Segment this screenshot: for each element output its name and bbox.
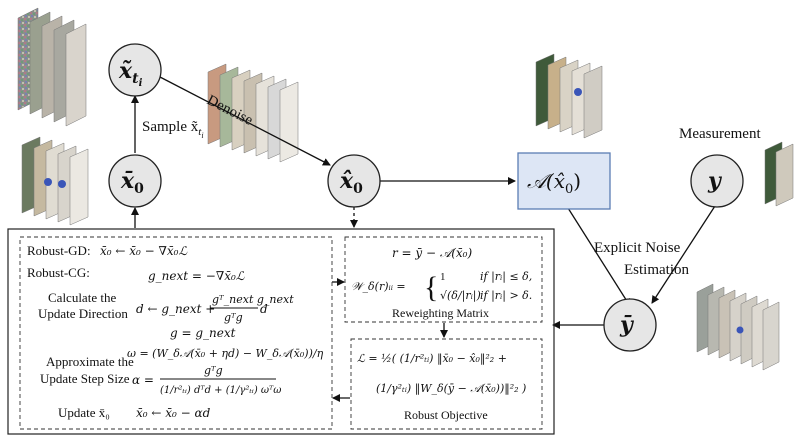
d-eq-num: gᵀ_next g_next [212, 293, 294, 306]
objective-title: Robust Objective [404, 408, 488, 422]
node-y: y [690, 154, 744, 208]
alpha-num: gᵀg [204, 364, 223, 377]
case2-val: √(δ/|rᵢ|) [440, 289, 481, 303]
r-eq: r = ȳ − 𝒜(x̄₀) [392, 246, 472, 260]
calc-dir-1: Calculate the [48, 290, 116, 305]
outer-panel [7, 228, 555, 435]
case2-cond: if |rᵢ| > δ. [480, 289, 532, 303]
w-left: 𝒲_δ(r)ᵢᵢ = [351, 280, 406, 293]
d-eq-left: d ← g_next + [136, 302, 215, 316]
svg-text:x̂0: x̂0 [339, 168, 363, 197]
w-brace: { [424, 271, 438, 304]
forward-image-stack [535, 53, 603, 139]
measurement-image-stack [764, 141, 794, 207]
edge-xt-to-xhat [159, 76, 331, 166]
d-eq-den: gᵀg [224, 311, 243, 324]
measurement-label: Measurement [679, 126, 761, 142]
case1-cond: if |rᵢ| ≤ δ, [480, 270, 532, 284]
svg-text:y: y [707, 168, 723, 194]
node-x-t: x̃ti [108, 43, 162, 97]
reweight-panel-content: r = ȳ − 𝒜(x̄₀) 𝒲_δ(r)ᵢᵢ = { 1 if |rᵢ| ≤ … [351, 246, 532, 320]
approx-2: Update Step Size [40, 371, 130, 386]
node-x-hat-0: x̂0 [327, 154, 381, 208]
edge-A-to-ybar [567, 207, 631, 307]
objective-panel-content: ℒ = ½( (1/r²ₜᵢ) ‖x̄₀ − x̂₀‖²₂ + (1/γ²ₜᵢ)… [357, 352, 526, 422]
left-panel [19, 236, 333, 430]
noise-est-label-2: Estimation [624, 262, 689, 278]
svg-text:ȳ: ȳ [619, 312, 635, 338]
left-panel-content: Robust-GD: x̄₀ ← x̄₀ − ∇x̄₀ℒ Robust-CG: … [27, 243, 324, 420]
L-line2: (1/γ²ₜᵢ) ‖W_δ(ȳ − 𝒜(x̄₀))‖²₂ ) [376, 382, 526, 396]
node-A-box: 𝒜(x̂0) [517, 152, 611, 210]
omega-eq: ω = (W_δ𝒜(x̄₀ + ηd) − W_δ𝒜(x̄₀))/η [127, 347, 324, 360]
alpha-left: α = [132, 373, 154, 387]
g-next-eq: g_next = −∇x̄₀ℒ [148, 269, 245, 283]
svg-text:𝒜(x̂0): 𝒜(x̂0) [527, 169, 581, 197]
reweight-title: Reweighting Matrix [392, 306, 489, 320]
robust-gd-eq: x̄₀ ← x̄₀ − ∇x̄₀ℒ [100, 244, 187, 258]
update-eq: x̄₀ ← x̄₀ − αd [136, 406, 211, 420]
edge-y-to-ybar [651, 205, 716, 304]
svg-text:x̃ti: x̃ti [118, 58, 143, 89]
denoised-image-stack [207, 63, 299, 163]
node-x-bar-0: x̄0 [108, 154, 162, 208]
d-eq-right: d [260, 302, 268, 316]
calc-dir-2: Update Direction [38, 306, 128, 321]
robust-gd-label: Robust-GD: [27, 243, 91, 258]
L-line1: ℒ = ½( (1/r²ₜᵢ) ‖x̄₀ − x̂₀‖²₂ + [357, 352, 507, 366]
reweight-panel [344, 236, 543, 323]
node-y-bar: ȳ [603, 298, 657, 352]
noise-est-label-1: Explicit Noise [594, 240, 681, 256]
approx-1: Approximate the [46, 354, 134, 369]
sample-label: Sample x̃ti [142, 119, 204, 140]
case1-val: 1 [440, 271, 446, 283]
svg-text:x̄0: x̄0 [120, 168, 144, 197]
alpha-den: (1/r²ₜᵢ) dᵀd + (1/γ²ₜᵢ) ωᵀω [160, 385, 281, 396]
robust-cg-label: Robust-CG: [27, 265, 90, 280]
clean-image-stack-left [21, 136, 89, 226]
noisy-image-stack [17, 7, 87, 127]
g-assign-eq: g = g_next [170, 326, 236, 340]
corrupted-image-stack [696, 283, 780, 371]
update-label: Update x̄₀ [58, 405, 110, 420]
edges [131, 76, 716, 402]
